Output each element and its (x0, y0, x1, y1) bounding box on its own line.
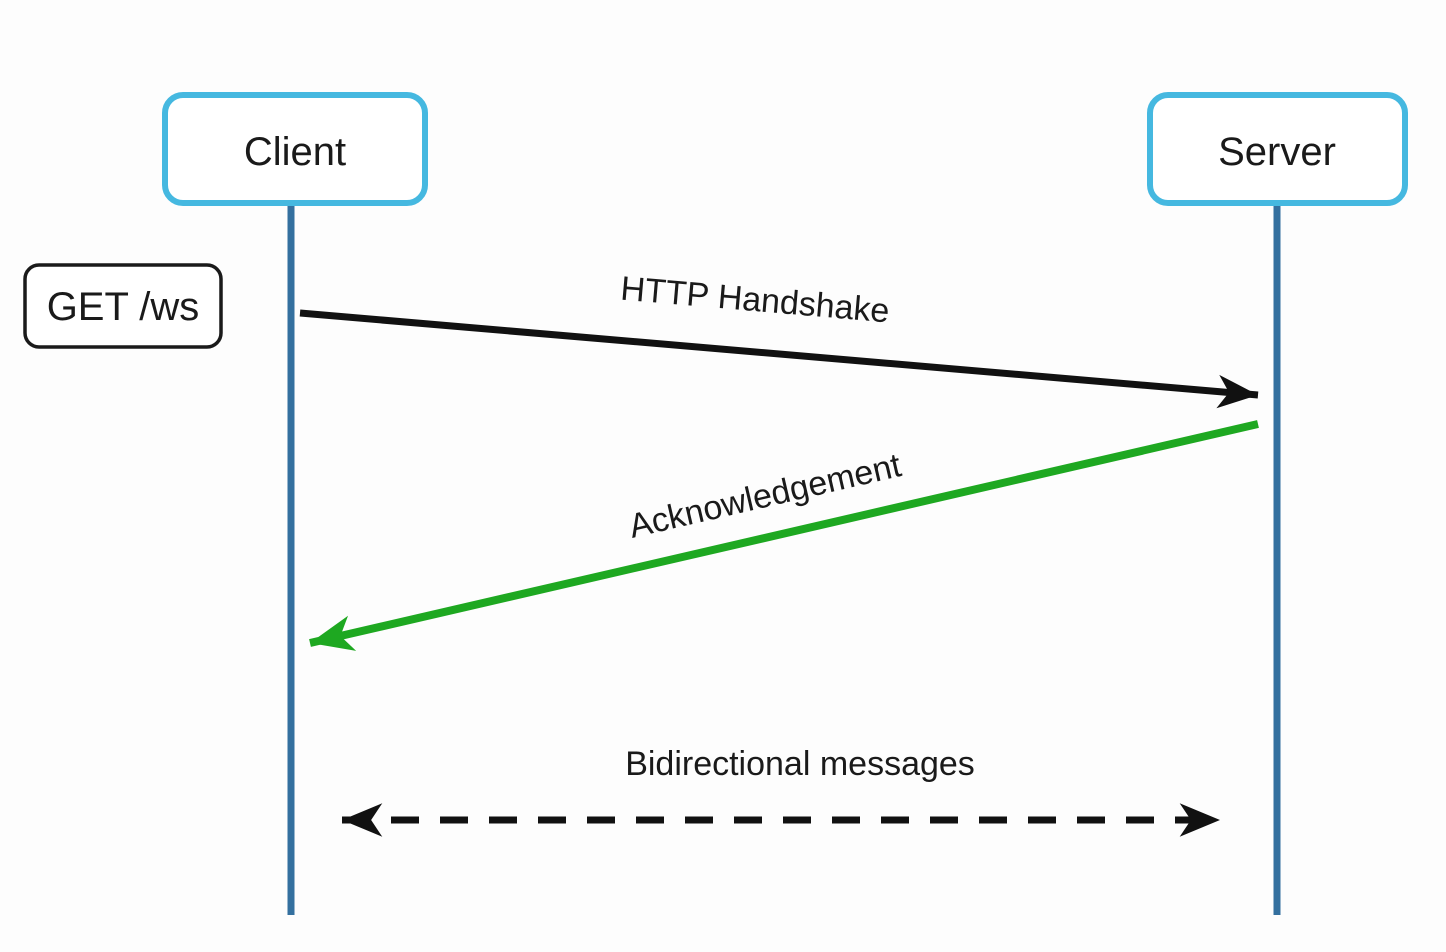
note-box (23, 263, 223, 349)
acknowledgement-arrow (309, 420, 1259, 651)
bidirectional-label: Bidirectional messages (625, 745, 975, 783)
server-box (1147, 92, 1408, 206)
client-box (162, 92, 428, 206)
message-http-handshake: HTTP Handshake (299, 270, 1259, 409)
http-handshake-arrow (299, 309, 1259, 409)
http-handshake-label: HTTP Handshake (619, 270, 891, 331)
client-label: Client (244, 130, 346, 174)
note-label: GET /ws (47, 285, 200, 329)
acknowledgement-label: Acknowledgement (625, 446, 905, 546)
message-acknowledgement: Acknowledgement (309, 420, 1259, 651)
actor-client: Client (162, 92, 428, 206)
server-label: Server (1218, 130, 1336, 174)
message-bidirectional: Bidirectional messages (342, 745, 1220, 837)
note-get-ws: GET /ws (23, 263, 223, 349)
actor-server: Server (1147, 92, 1408, 206)
